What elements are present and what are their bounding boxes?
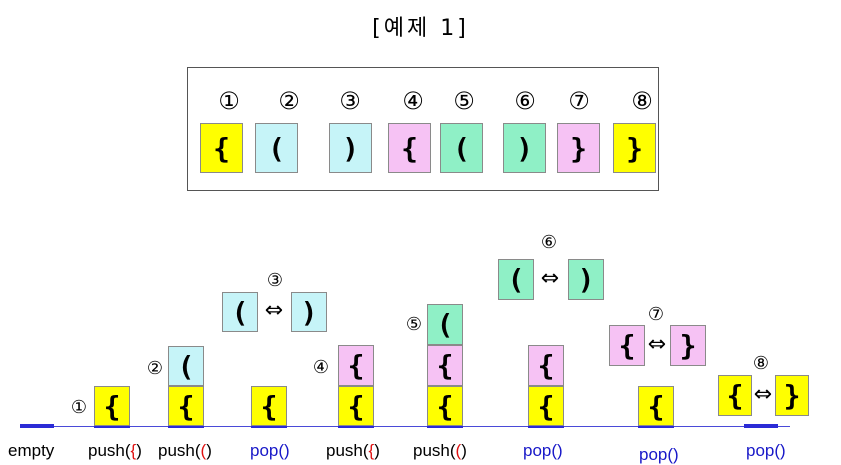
stack7-tile-brace: { xyxy=(638,386,674,426)
example-number-3: ③ xyxy=(339,87,361,115)
step-number-7: ⑦ xyxy=(647,304,665,325)
op-label-push-1: push({) xyxy=(88,441,142,461)
step-number-1: ① xyxy=(70,397,88,418)
match8-tile-close: } xyxy=(775,375,809,416)
match6-tile-close: ) xyxy=(568,259,604,300)
example-tile-3: ) xyxy=(329,123,372,173)
match7-tile-close: } xyxy=(670,325,706,366)
match3-tile-open: ( xyxy=(222,292,258,332)
stack6-tile-pink-brace: { xyxy=(528,345,564,386)
op-push-arg: ( xyxy=(200,441,207,460)
op-push-close: ) xyxy=(374,441,380,460)
stack-base-4 xyxy=(338,424,374,428)
match3-tile-close: ) xyxy=(291,292,327,332)
example-number-8: ⑧ xyxy=(631,87,653,115)
match7-arrow-icon: ⇔ xyxy=(647,332,667,357)
op-push-arg: { xyxy=(368,441,375,460)
stack-base-5 xyxy=(427,424,463,428)
stack4-tile-pink-brace: { xyxy=(338,345,374,386)
example-tile-8: } xyxy=(613,123,656,173)
step-number-5: ⑤ xyxy=(405,314,423,335)
example-tile-2: ( xyxy=(255,123,298,173)
example-number-1: ① xyxy=(218,87,240,115)
example-number-5: ⑤ xyxy=(453,87,475,115)
op-label-push-2: push(() xyxy=(158,441,212,461)
example-number-2: ② xyxy=(278,87,300,115)
stack5-tile-pink-brace: { xyxy=(427,345,463,386)
match7-tile-open: { xyxy=(609,325,645,366)
op-label-push-5: push(() xyxy=(413,441,467,461)
step-number-3: ③ xyxy=(266,270,284,291)
stack-base-1 xyxy=(94,424,130,428)
op-push-arg: { xyxy=(130,441,137,460)
op-push-text: push( xyxy=(413,441,456,460)
example-tile-5: ( xyxy=(440,123,483,173)
example-sequence-box: ① ② ③ ④ ⑤ ⑥ ⑦ ⑧ { ( ) { ( ) } } xyxy=(187,67,659,191)
match6-arrow-icon: ⇔ xyxy=(540,266,560,291)
stack-base-6 xyxy=(528,424,564,428)
stack6-tile-brace: { xyxy=(528,386,564,426)
example-tile-7: } xyxy=(557,123,600,173)
stack-base-8 xyxy=(744,424,778,428)
op-label-push-4: push({) xyxy=(326,441,380,461)
op-label-pop-3: pop() xyxy=(250,441,290,460)
op-push-text: push( xyxy=(88,441,131,460)
example-number-4: ④ xyxy=(402,87,424,115)
example-tile-4: { xyxy=(388,123,431,173)
match3-arrow-icon: ⇔ xyxy=(264,298,284,323)
stack-baseline xyxy=(20,426,790,427)
step-number-8: ⑧ xyxy=(752,353,770,374)
match6-tile-open: ( xyxy=(498,259,534,300)
stack2-tile-brace: { xyxy=(168,386,204,426)
op-push-close: ) xyxy=(136,441,142,460)
op-push-close: ) xyxy=(461,441,467,460)
stack-base-3 xyxy=(251,424,287,428)
stack-base-empty xyxy=(20,424,54,428)
op-push-text: push( xyxy=(158,441,201,460)
stack3-tile-brace: { xyxy=(251,386,287,426)
page-title: [예제 1] xyxy=(372,16,469,41)
stack1-tile-brace: { xyxy=(94,386,130,426)
step-number-4: ④ xyxy=(312,357,330,378)
op-label-pop-6: pop() xyxy=(523,441,563,460)
stack4-tile-brace: { xyxy=(338,386,374,426)
op-push-text: push( xyxy=(326,441,369,460)
example-number-7: ⑦ xyxy=(568,87,590,115)
stack2-tile-paren: ( xyxy=(168,346,204,386)
example-tile-1: { xyxy=(200,123,243,173)
example-number-6: ⑥ xyxy=(514,87,536,115)
op-push-arg: ( xyxy=(455,441,462,460)
stack-base-7 xyxy=(638,424,674,428)
stack5-tile-brace: { xyxy=(427,386,463,426)
match8-arrow-icon: ⇔ xyxy=(753,382,773,407)
op-push-close: ) xyxy=(206,441,212,460)
op-label-pop-8: pop() xyxy=(746,441,786,460)
stack-base-2 xyxy=(168,424,204,428)
step-number-2: ② xyxy=(146,358,164,379)
match8-tile-open: { xyxy=(718,375,752,416)
op-label-empty: empty xyxy=(8,441,55,460)
step-number-6: ⑥ xyxy=(540,232,558,253)
stack5-tile-paren: ( xyxy=(427,304,463,345)
op-label-pop-7: pop() xyxy=(639,445,679,464)
example-tile-6: ) xyxy=(503,123,546,173)
